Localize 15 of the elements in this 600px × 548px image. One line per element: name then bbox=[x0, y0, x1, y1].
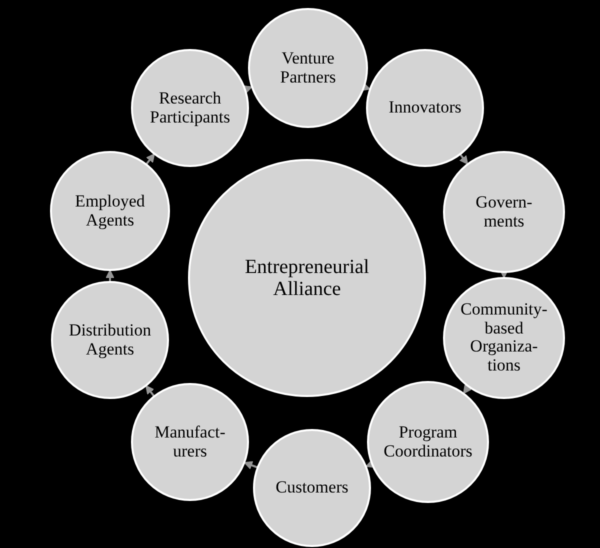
node-circle: Community- based Organiza- tions bbox=[443, 277, 565, 399]
arrow bbox=[365, 460, 376, 468]
arrow bbox=[459, 154, 468, 165]
arrow bbox=[242, 85, 252, 94]
arrow bbox=[360, 82, 370, 91]
node-circle: Govern- ments bbox=[443, 151, 565, 273]
arrow bbox=[145, 153, 155, 166]
arrow bbox=[463, 384, 472, 394]
arrow bbox=[145, 385, 155, 398]
arrow bbox=[106, 270, 114, 282]
node-circle: Program Coordinators bbox=[367, 381, 489, 503]
node-circle: Customers bbox=[253, 429, 371, 547]
node-circle: Venture Partners bbox=[248, 8, 368, 128]
node-circle: Entrepreneurial Alliance bbox=[188, 159, 426, 397]
arrow bbox=[244, 461, 258, 470]
